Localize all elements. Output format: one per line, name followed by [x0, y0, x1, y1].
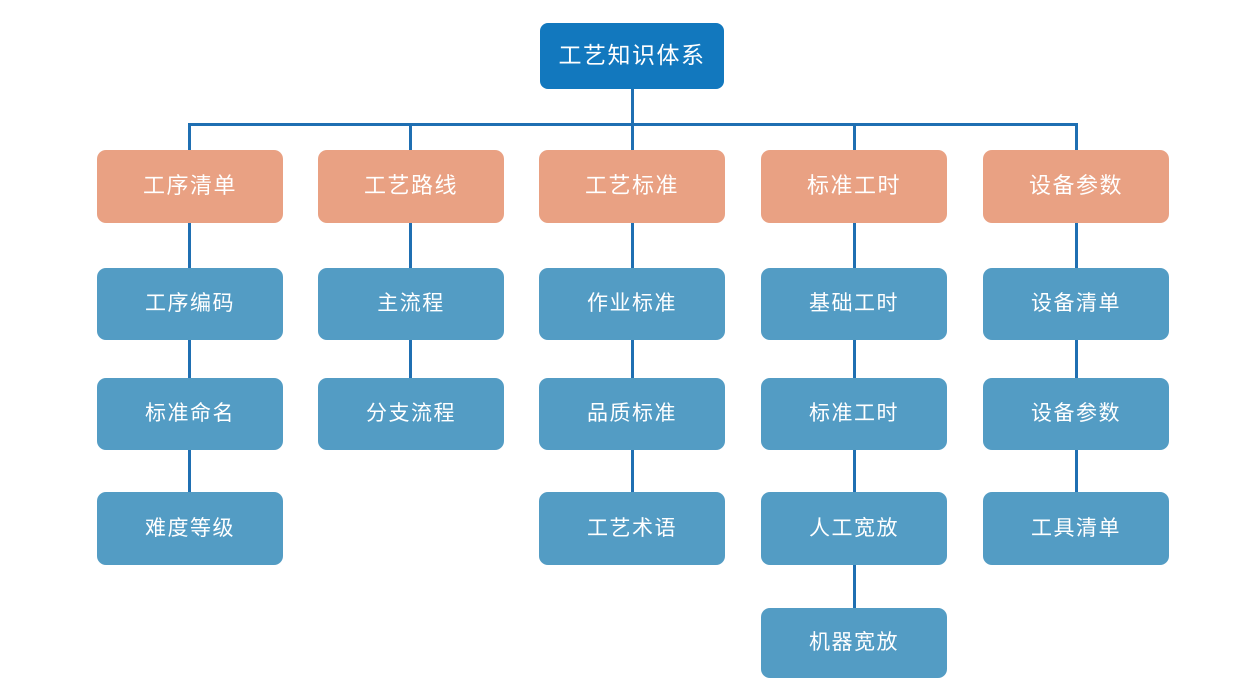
node-l2-col1-row4[interactable]: 难度等级 [97, 492, 283, 565]
node-l1-col4-row1[interactable]: 标准工时 [761, 150, 947, 223]
node-l2-col4-row5[interactable]: 机器宽放 [761, 608, 947, 678]
node-l2-col3-row3[interactable]: 品质标准 [539, 378, 725, 450]
node-l1-col2-row1[interactable]: 工艺路线 [318, 150, 504, 223]
bus-drop-edge-col2 [409, 123, 412, 150]
node-l2-col4-row4[interactable]: 人工宽放 [761, 492, 947, 565]
link-edge-col2-1 [409, 223, 412, 268]
bus-drop-edge-col3 [631, 123, 634, 150]
bus-drop-edge-col1 [188, 123, 191, 150]
root-node[interactable]: 工艺知识体系 [540, 23, 724, 89]
node-l2-col5-row4[interactable]: 工具清单 [983, 492, 1169, 565]
bus-drop-edge-col5 [1075, 123, 1078, 150]
node-l1-col5-row1[interactable]: 设备参数 [983, 150, 1169, 223]
node-l2-col5-row2[interactable]: 设备清单 [983, 268, 1169, 340]
link-edge-col1-1 [188, 223, 191, 268]
link-edge-col4-1 [853, 223, 856, 268]
link-edge-col1-2 [188, 340, 191, 378]
link-edge-col4-3 [853, 450, 856, 492]
node-l2-col5-row3[interactable]: 设备参数 [983, 378, 1169, 450]
node-l1-col1-row1[interactable]: 工序清单 [97, 150, 283, 223]
node-l2-col1-row3[interactable]: 标准命名 [97, 378, 283, 450]
node-l1-col3-row1[interactable]: 工艺标准 [539, 150, 725, 223]
bus-drop-edge-col4 [853, 123, 856, 150]
link-edge-col5-2 [1075, 340, 1078, 378]
link-edge-col5-1 [1075, 223, 1078, 268]
link-edge-col4-2 [853, 340, 856, 378]
link-edge-col3-2 [631, 340, 634, 378]
node-l2-col1-row2[interactable]: 工序编码 [97, 268, 283, 340]
link-edge-col3-3 [631, 450, 634, 492]
link-edge-col2-2 [409, 340, 412, 378]
node-l2-col2-row2[interactable]: 主流程 [318, 268, 504, 340]
node-l2-col3-row2[interactable]: 作业标准 [539, 268, 725, 340]
node-l2-col4-row3[interactable]: 标准工时 [761, 378, 947, 450]
link-edge-col3-1 [631, 223, 634, 268]
root-stem-edge [631, 89, 634, 126]
node-l2-col4-row2[interactable]: 基础工时 [761, 268, 947, 340]
link-edge-col1-3 [188, 450, 191, 492]
node-l2-col3-row4[interactable]: 工艺术语 [539, 492, 725, 565]
node-l2-col2-row3[interactable]: 分支流程 [318, 378, 504, 450]
link-edge-col5-3 [1075, 450, 1078, 492]
link-edge-col4-4 [853, 565, 856, 608]
